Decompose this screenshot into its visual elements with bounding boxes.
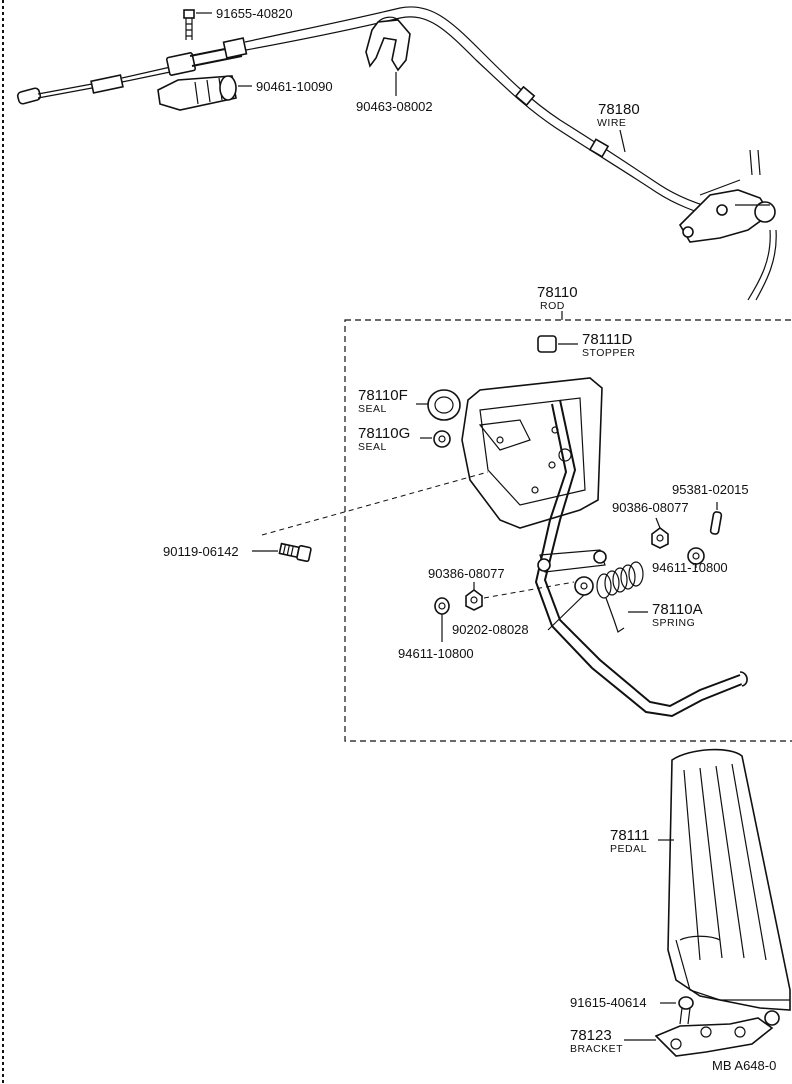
cable-ring-2: [588, 138, 610, 158]
cable-end-plug: [16, 87, 42, 105]
label-94611-right: 94611-10800: [652, 560, 728, 575]
label-78110G: 78110G: [358, 425, 410, 442]
seal-78110F: [427, 389, 461, 421]
bolt-axis-line: [261, 471, 489, 536]
pedal-78111: [667, 748, 791, 1011]
desc-78110G: SEAL: [358, 441, 387, 453]
cable-adjuster: [165, 52, 197, 76]
clamp-90463: [365, 16, 411, 72]
footer-code: MB A648-0: [712, 1058, 776, 1073]
rod-bracket-plate: [461, 377, 603, 529]
washer-90202: [574, 576, 594, 596]
throttle-linkage: [678, 149, 777, 301]
grommet-90461: [157, 75, 237, 111]
washer-94611-left: [434, 597, 450, 615]
desc-78110F: SEAL: [358, 403, 387, 415]
label-90386-left: 90386-08077: [428, 566, 505, 581]
label-91655: 91655-40820: [216, 6, 293, 21]
label-78180: 78180: [598, 101, 640, 118]
nut-axis-line: [483, 581, 575, 599]
cable-fitting: [222, 37, 248, 59]
desc-78180: WIRE: [597, 117, 626, 129]
desc-78110: ROD: [540, 300, 565, 312]
leader-90202: [547, 594, 585, 631]
desc-78111: PEDAL: [610, 843, 647, 855]
rod-assembly-box: [344, 319, 792, 742]
label-90461: 90461-10090: [256, 79, 333, 94]
label-94611-left: 94611-10800: [398, 646, 474, 661]
wire-cable: [16, 6, 721, 219]
label-90119: 90119-06142: [163, 544, 239, 559]
label-78111: 78111: [610, 827, 650, 844]
desc-78110A: SPRING: [652, 617, 695, 629]
bolt-91615: [678, 996, 694, 1025]
nut-90386-left: [465, 589, 483, 611]
label-78110F: 78110F: [358, 387, 408, 404]
bolt-91655: [183, 9, 195, 40]
label-95381: 95381-02015: [672, 482, 749, 497]
leader-78180: [619, 129, 626, 153]
cotter-pin-95381: [709, 511, 723, 535]
seal-78110G: [433, 430, 451, 448]
label-91615: 91615-40614: [570, 995, 647, 1010]
label-90463: 90463-08002: [356, 99, 433, 114]
spring-78110A: [596, 561, 644, 633]
cable-ring: [514, 85, 536, 107]
label-78123: 78123: [570, 1027, 612, 1044]
bracket-78123: [654, 1010, 780, 1057]
leader-90386-right: [655, 517, 661, 529]
label-78110: 78110: [537, 284, 578, 301]
label-90202: 90202-08028: [452, 622, 529, 637]
label-78110A: 78110A: [652, 601, 703, 618]
stopper-78111D: [537, 335, 557, 353]
desc-78123: BRACKET: [570, 1043, 623, 1055]
bolt-90119: [278, 542, 312, 563]
label-78111D: 78111D: [582, 331, 632, 348]
desc-78111D: STOPPER: [582, 347, 636, 359]
pedal-rod: [534, 399, 748, 718]
nut-90386-right: [651, 527, 669, 549]
cable-sleeve-end: [90, 74, 124, 94]
label-90386-right: 90386-08077: [612, 500, 689, 515]
